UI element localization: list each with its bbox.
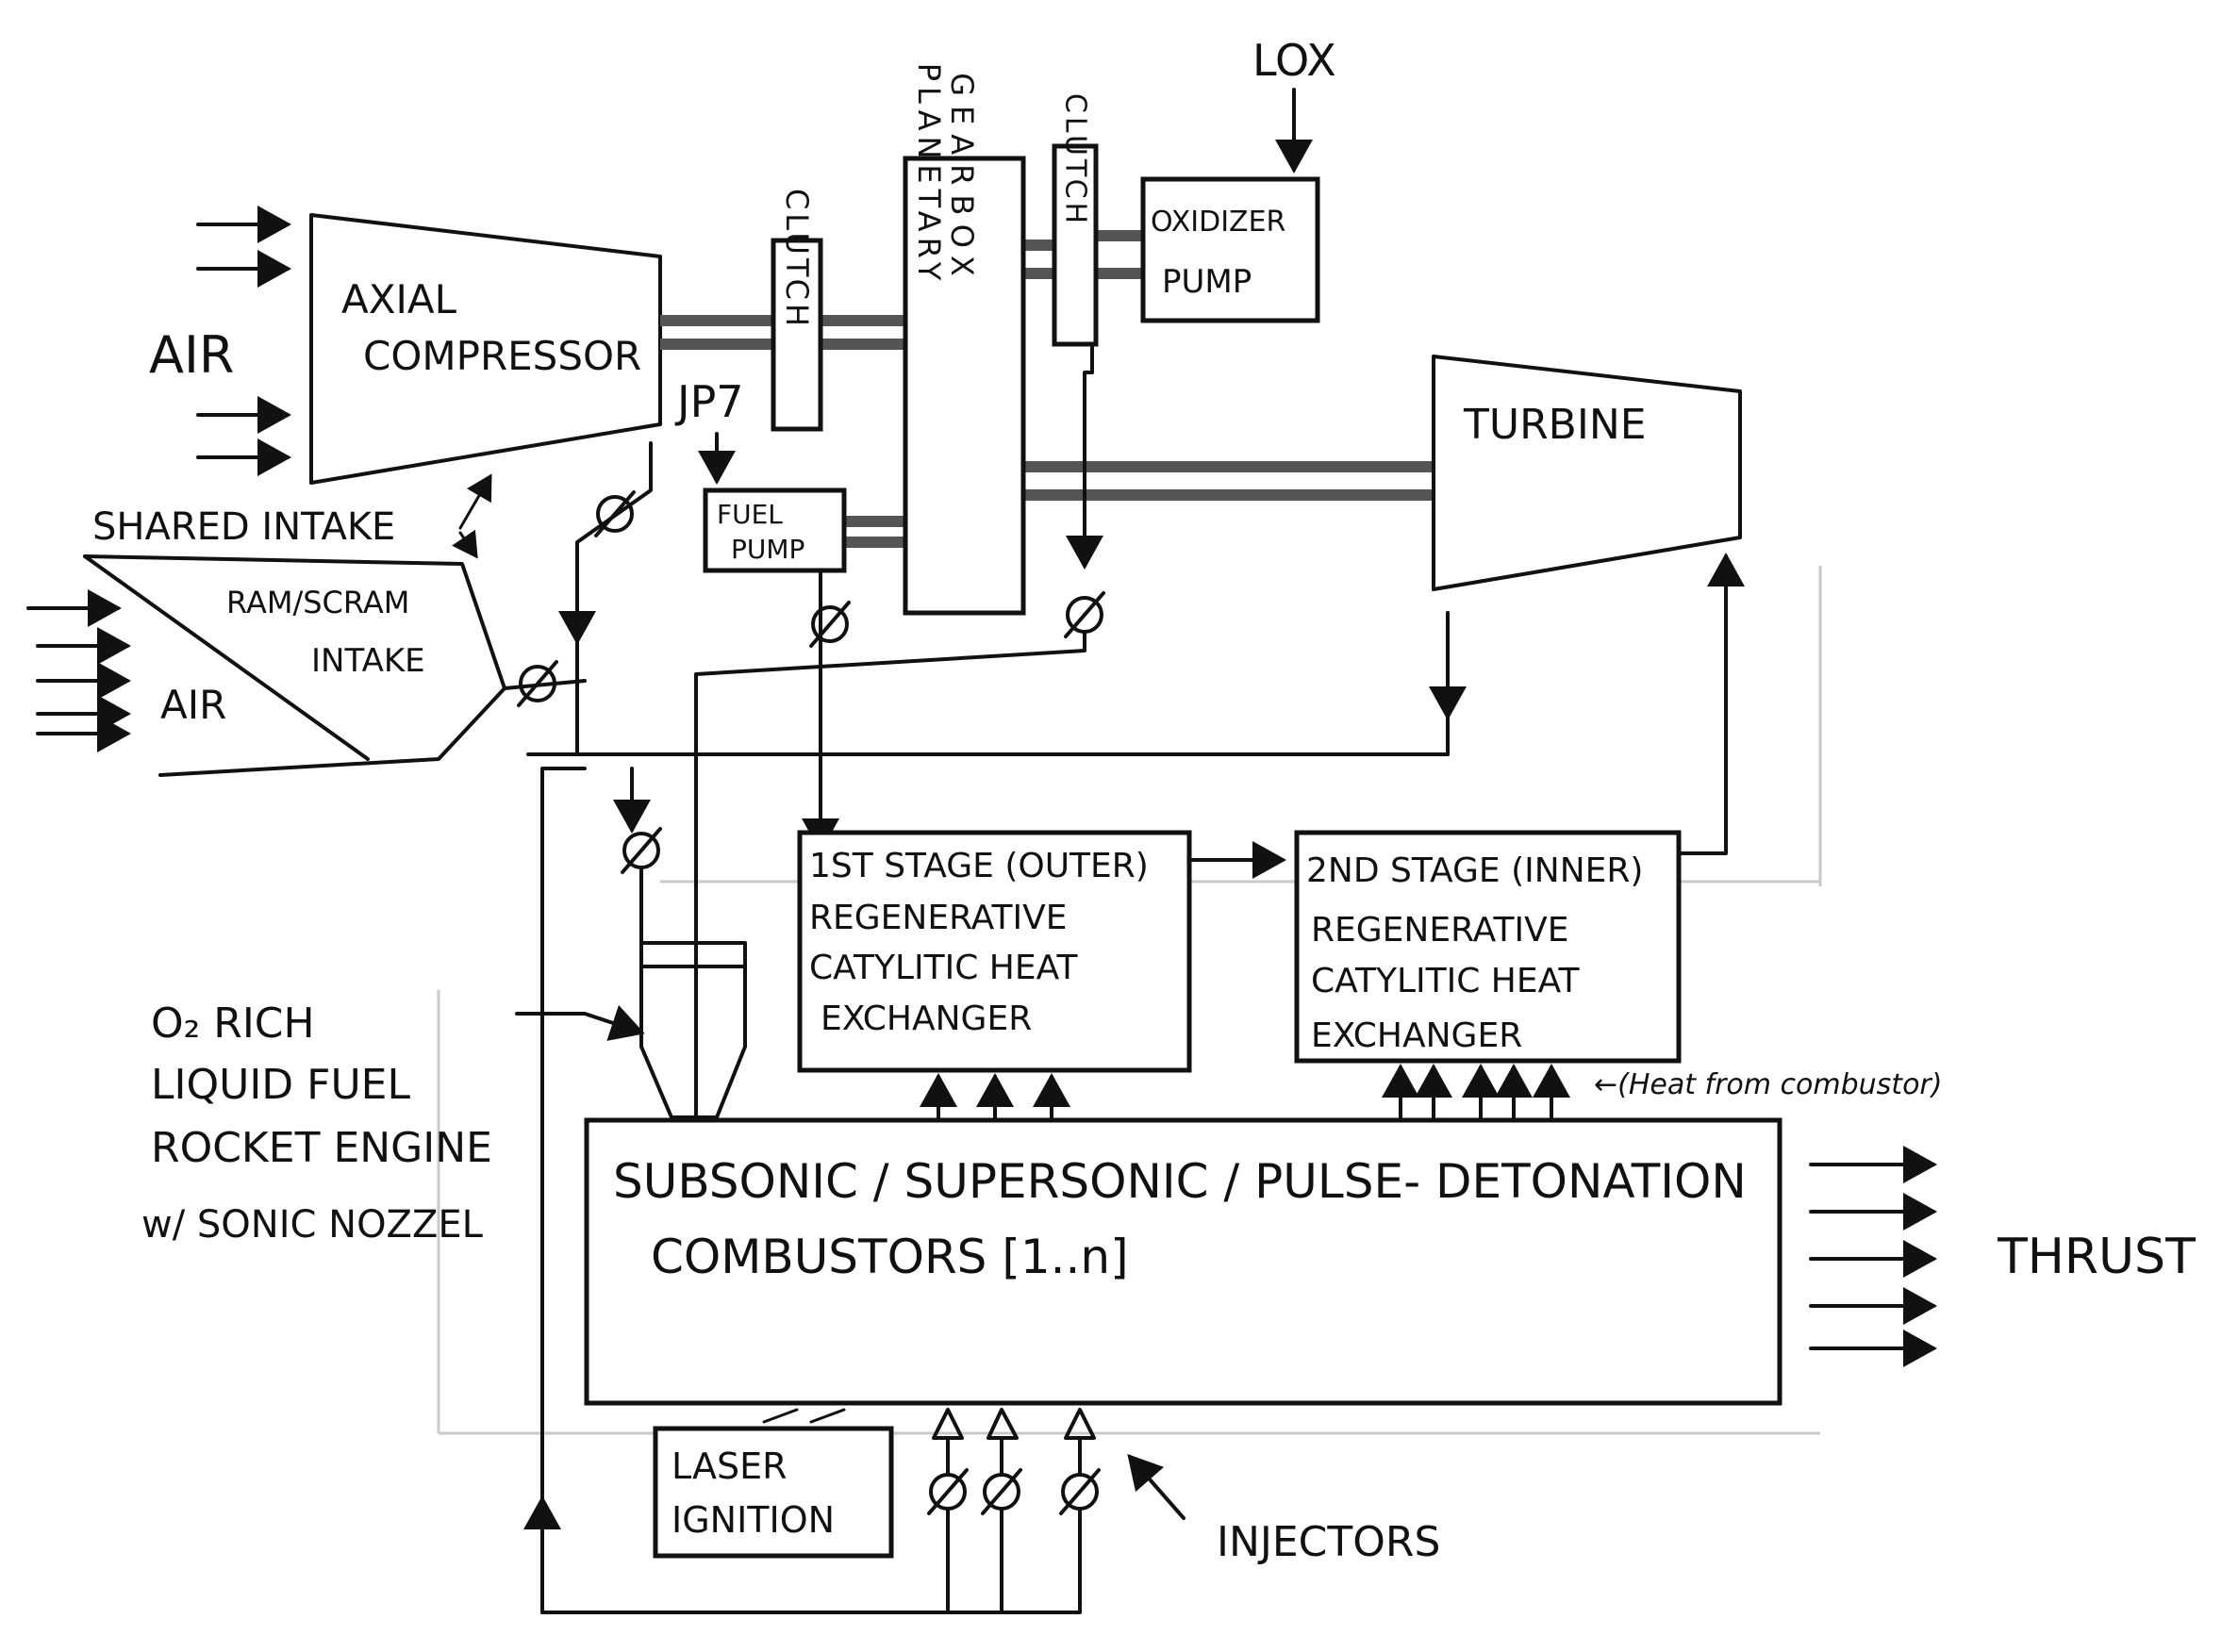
stage2-heat-exchanger: 2ND STAGE (INNER) REGENERATIVE CATYLITIC… <box>1294 830 1682 1064</box>
stage1-label-2: REGENERATIVE <box>809 899 1067 937</box>
stage2-label-1: 2ND STAGE (INNER) <box>1306 851 1643 890</box>
axial-compressor-label-1: AXIAL <box>341 276 457 322</box>
combustors-label-2: COMBUSTORS [1..n] <box>651 1230 1129 1284</box>
thrust-label: THRUST <box>1997 1229 2196 1285</box>
oxidizer-pump: OXIDIZER PUMP <box>1140 176 1320 323</box>
air-top-label: AIR <box>149 325 234 385</box>
drive-shafts <box>660 230 1434 548</box>
oxidizer-pump-label-1: OXIDIZER <box>1151 206 1285 239</box>
stage1-label-3: CATYLITIC HEAT <box>809 949 1078 987</box>
valve-icon <box>621 827 662 874</box>
laser-ignition: LASER IGNITION <box>653 1408 894 1559</box>
combustors-label-1: SUBSONIC / SUPERSONIC / PULSE- DETONATIO… <box>613 1154 1747 1209</box>
stage1-label-1: 1ST STAGE (OUTER) <box>809 847 1149 885</box>
planetary-gearbox: PLANETARY GEARBOX <box>903 63 1026 616</box>
oxidizer-pump-label-2: PUMP <box>1162 263 1252 301</box>
rocket-engine <box>639 941 747 1119</box>
injector-nozzles <box>932 1408 1096 1475</box>
rocket-label-3: ROCKET ENGINE <box>151 1124 492 1172</box>
fuel-pump-label-2: PUMP <box>731 534 804 565</box>
stage2-label-4: EXCHANGER <box>1311 1016 1522 1055</box>
gearbox-label: GEARBOX <box>944 73 980 286</box>
clutch-1: CLUTCH <box>771 189 823 432</box>
lox-label: LOX <box>1252 35 1336 86</box>
stage2-label-2: REGENERATIVE <box>1311 911 1568 950</box>
stage1-heat-exchanger: 1ST STAGE (OUTER) REGENERATIVE CATYLITIC… <box>797 830 1192 1073</box>
stage1-label-4: EXCHANGER <box>821 999 1032 1038</box>
rocket-label-2: LIQUID FUEL <box>151 1061 410 1109</box>
planetary-label: PLANETARY <box>911 63 947 287</box>
jp7-label: JP7 <box>674 376 744 427</box>
clutch-2-label: CLUTCH <box>1059 93 1092 227</box>
air-bottom-arrows <box>26 589 131 752</box>
axial-compressor: AXIAL COMPRESSOR <box>309 213 662 485</box>
rocket-label-4: w/ SONIC NOZZEL <box>141 1203 484 1247</box>
shared-intake-pointer <box>458 473 492 530</box>
turbine: TURBINE <box>1432 355 1742 591</box>
combustors: SUBSONIC / SUPERSONIC / PULSE- DETONATIO… <box>584 1117 1783 1406</box>
turbine-label: TURBINE <box>1463 401 1647 449</box>
fuel-pump: FUEL PUMP <box>703 487 847 573</box>
air-top-arrows <box>196 206 291 476</box>
rocket-label-1: O₂ RICH <box>151 999 315 1048</box>
ram-scram-intake: RAM/SCRAM INTAKE <box>83 554 506 777</box>
ram-scram-label-2: INTAKE <box>311 642 425 680</box>
fuel-pump-label-1: FUEL <box>717 499 783 530</box>
injectors-pointer <box>1127 1453 1186 1520</box>
axial-compressor-label-2: COMPRESSOR <box>363 333 641 379</box>
thrust-arrows <box>1809 1146 1937 1367</box>
stage2-label-3: CATYLITIC HEAT <box>1311 962 1580 1000</box>
injectors-label: INJECTORS <box>1217 1518 1440 1566</box>
valve-icon <box>809 601 851 648</box>
air-bottom-label: AIR <box>160 682 226 728</box>
laser-label-2: IGNITION <box>672 1499 835 1541</box>
flow-lines <box>503 342 1745 1614</box>
laser-label-1: LASER <box>672 1446 788 1487</box>
clutch-2: CLUTCH <box>1052 93 1099 347</box>
ram-scram-label-1: RAM/SCRAM <box>226 585 409 620</box>
shared-intake-label: SHARED INTAKE <box>92 505 395 549</box>
heat-note: ←(Heat from combustor) <box>1594 1068 1942 1101</box>
clutch-1-label: CLUTCH <box>779 189 815 330</box>
